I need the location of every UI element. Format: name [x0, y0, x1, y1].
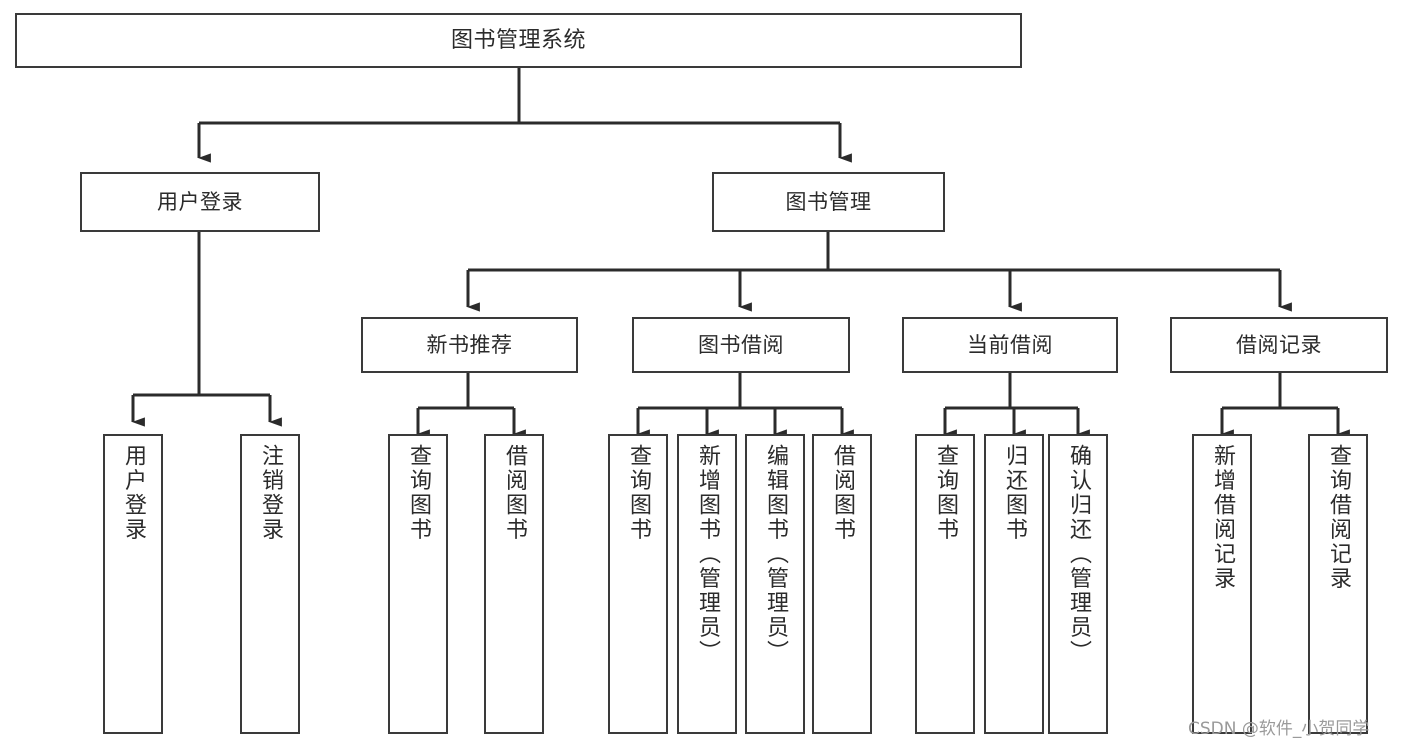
node-borrow-record[interactable]: 借阅记录 — [1170, 317, 1388, 373]
node-label: 用户登录 — [121, 444, 146, 542]
node-label: 新增借阅记录 — [1210, 444, 1235, 591]
node-label: 图书管理 — [785, 189, 872, 214]
node-label: 编辑图书（管理员） — [763, 444, 788, 665]
node-leaf-edit-book[interactable]: 编辑图书（管理员） — [745, 434, 805, 734]
node-label: 当前借阅 — [967, 332, 1053, 357]
node-label: 查询图书 — [933, 444, 958, 542]
node-leaf-borrow-book-1[interactable]: 借阅图书 — [484, 434, 544, 734]
node-label: 借阅图书 — [502, 444, 527, 542]
node-label: 新书推荐 — [426, 332, 513, 357]
node-root-system[interactable]: 图书管理系统 — [15, 13, 1022, 68]
node-label: 用户登录 — [157, 189, 243, 214]
node-user-login[interactable]: 用户登录 — [80, 172, 320, 232]
node-new-book-recommend[interactable]: 新书推荐 — [361, 317, 578, 373]
node-leaf-confirm-return[interactable]: 确认归还（管理员） — [1048, 434, 1108, 734]
node-label: 借阅记录 — [1236, 332, 1322, 357]
node-book-borrow[interactable]: 图书借阅 — [632, 317, 850, 373]
node-leaf-query-book-3[interactable]: 查询图书 — [915, 434, 975, 734]
node-label: 新增图书（管理员） — [695, 444, 720, 665]
node-label: 归还图书 — [1002, 444, 1027, 542]
node-label: 图书管理系统 — [450, 27, 586, 53]
node-label: 确认归还（管理员） — [1066, 444, 1091, 665]
node-leaf-query-book-2[interactable]: 查询图书 — [608, 434, 668, 734]
node-label: 注销登录 — [258, 444, 283, 542]
node-leaf-query-record[interactable]: 查询借阅记录 — [1308, 434, 1368, 734]
node-leaf-add-record[interactable]: 新增借阅记录 — [1192, 434, 1252, 734]
node-label: 查询图书 — [626, 444, 651, 542]
node-leaf-add-book[interactable]: 新增图书（管理员） — [677, 434, 737, 734]
node-leaf-return-book[interactable]: 归还图书 — [984, 434, 1044, 734]
csdn-watermark: CSDN @软件_小贺同学 — [1188, 719, 1370, 739]
node-leaf-borrow-book-2[interactable]: 借阅图书 — [812, 434, 872, 734]
node-leaf-query-book-1[interactable]: 查询图书 — [388, 434, 448, 734]
node-label: 查询借阅记录 — [1326, 444, 1351, 591]
node-current-borrow[interactable]: 当前借阅 — [902, 317, 1118, 373]
node-leaf-user-login[interactable]: 用户登录 — [103, 434, 163, 734]
node-label: 借阅图书 — [830, 444, 855, 542]
node-book-manage[interactable]: 图书管理 — [712, 172, 945, 232]
node-leaf-logout[interactable]: 注销登录 — [240, 434, 300, 734]
node-label: 图书借阅 — [698, 332, 784, 357]
node-label: 查询图书 — [406, 444, 431, 542]
